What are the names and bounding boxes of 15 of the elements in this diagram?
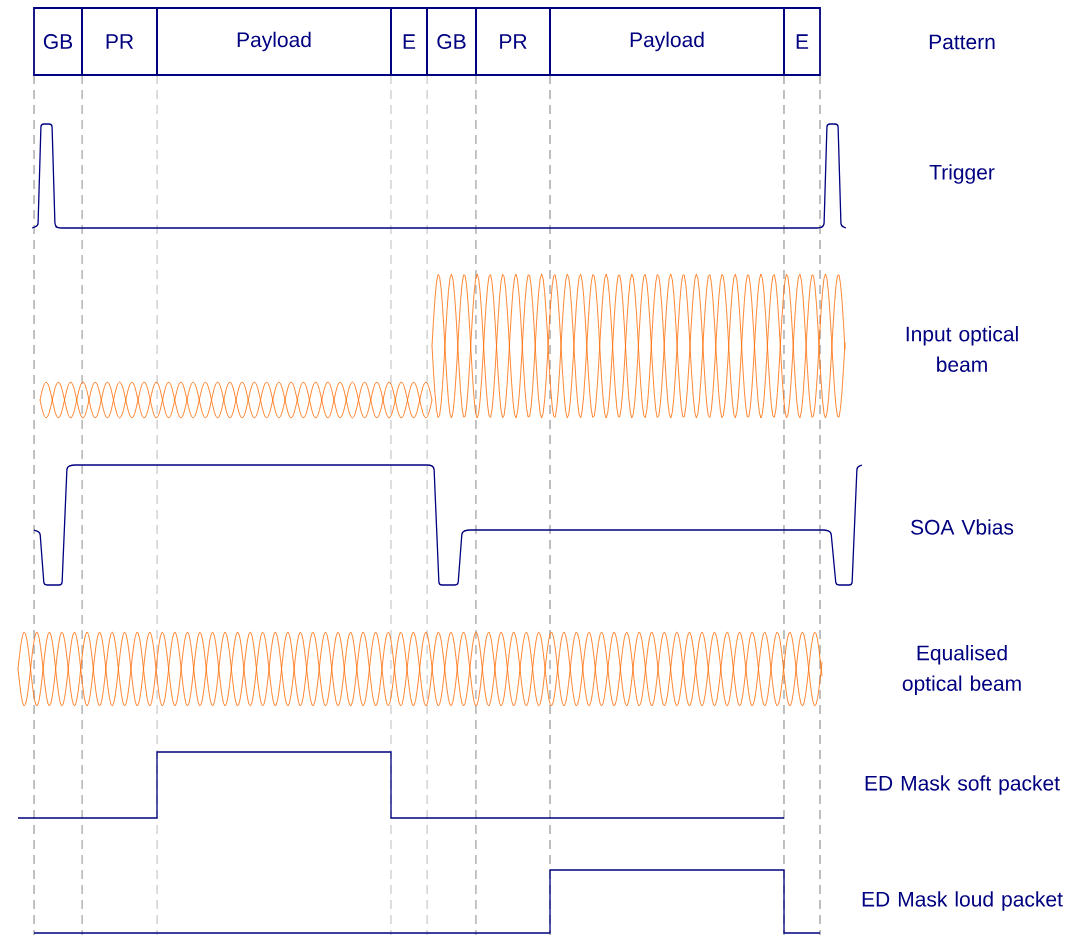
pattern-cell: GB bbox=[33, 7, 83, 76]
pattern-cell: Payload bbox=[549, 7, 785, 76]
pattern-cell: E bbox=[783, 7, 821, 76]
pattern-cell: Payload bbox=[156, 7, 392, 76]
signal-label: SOA Vbias bbox=[911, 519, 1014, 535]
pattern-cell: PR bbox=[475, 7, 551, 76]
pattern-cell: E bbox=[390, 7, 428, 76]
signal-label: Equalised optical beam bbox=[902, 645, 1021, 696]
signal-label: Trigger bbox=[929, 164, 995, 184]
signal-label: ED Mask loud packet bbox=[862, 891, 1063, 911]
signal-label: Input optical beam bbox=[906, 326, 1018, 372]
signal-label: Pattern bbox=[929, 34, 995, 50]
pattern-cell: PR bbox=[81, 7, 158, 76]
pattern-cell: GB bbox=[426, 7, 477, 76]
signal-label: ED Mask soft packet bbox=[865, 775, 1060, 795]
